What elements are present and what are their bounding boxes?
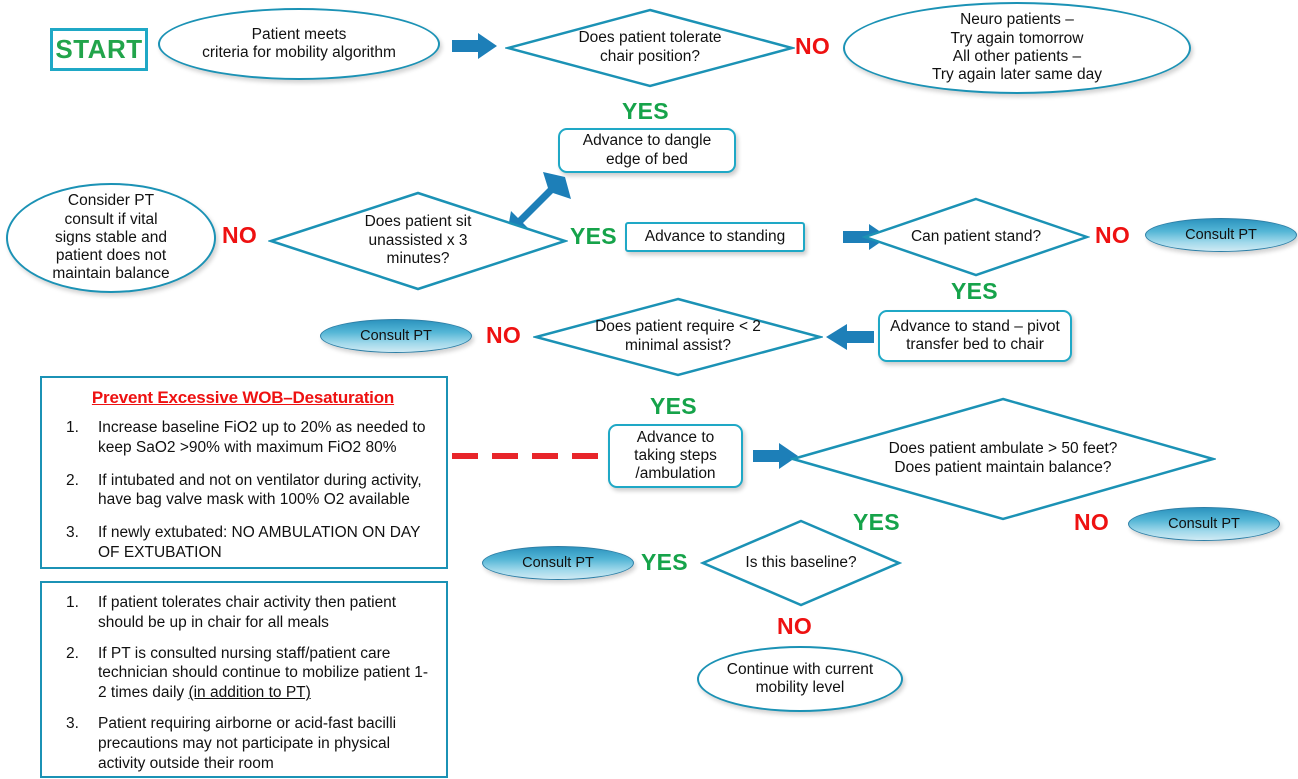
panel-prevent-wob-heading: Prevent Excessive WOB–Desaturation [91, 388, 395, 407]
line: mobility level [755, 679, 845, 696]
line: patient does not [55, 247, 167, 265]
decision-tolerate-chair: Does patient tolerate chair position? [505, 7, 795, 89]
line: Advance to [636, 428, 715, 446]
list-item: If patient tolerates chair activity then… [52, 593, 434, 633]
list-item-underlined: (in addition to PT) [188, 684, 311, 702]
line: Try again tomorrow [950, 29, 1084, 47]
line: transfer bed to chair [906, 336, 1044, 353]
list-item-text: If PT is consulted nursing staff/patient… [98, 644, 429, 702]
edge-label-assist-yes: YES [650, 393, 697, 419]
node-consult-pt-ambulate-text: Consult PT [1168, 516, 1240, 532]
line: edge of bed [606, 150, 688, 168]
line: Advance to stand – pivot [890, 317, 1060, 335]
decision-sit-unassisted: Does patient sit unassisted x 3 minutes? [268, 190, 568, 292]
node-advance-dangle: Advance to dangle edge of bed [558, 128, 736, 173]
node-consult-pt-baseline-text: Consult PT [522, 555, 594, 571]
arrow-right-to-tolerate-chair [452, 32, 498, 60]
list-item-text: Patient requiring airborne or acid-fast … [98, 715, 397, 772]
panel-prevent-wob: Prevent Excessive WOB–Desaturation Incre… [40, 376, 448, 569]
node-consider-pt-consult: Consider PT consult if vital signs stabl… [6, 183, 216, 293]
line: consult if vital [64, 210, 158, 228]
edge-label-sit-no: NO [222, 222, 258, 248]
arrow-right-to-ambulate [753, 442, 799, 470]
start-label: START [55, 34, 143, 64]
node-continue-mobility-text: Continue with current mobility level [721, 661, 879, 698]
edge-label-baseline-yes: YES [641, 549, 688, 575]
list-item-text: If patient tolerates chair activity then… [98, 594, 397, 631]
line: maintain balance [52, 265, 170, 283]
line: signs stable and [54, 228, 167, 246]
node-consult-pt-stand-text: Consult PT [1185, 227, 1257, 243]
edge-label-stand-no: NO [1095, 222, 1131, 248]
node-consider-pt-consult-text: Consider PT consult if vital signs stabl… [46, 192, 175, 283]
list-item: If PT is consulted nursing staff/patient… [52, 644, 434, 703]
node-patient-meets-criteria: Patient meets criteria for mobility algo… [158, 8, 440, 80]
node-advance-steps: Advance to taking steps /ambulation [608, 424, 743, 488]
list-item: Increase baseline FiO2 up to 20% as need… [66, 418, 426, 456]
line: taking steps [634, 446, 717, 464]
panel-general-notes-list: If patient tolerates chair activity then… [52, 593, 434, 774]
decision-ambulate: Does patient ambulate > 50 feet? Does pa… [790, 396, 1216, 522]
edge-label-ambulate-no: NO [1074, 509, 1110, 535]
line: criteria for mobility algorithm [202, 44, 396, 61]
line: Try again later same day [931, 66, 1102, 84]
arrow-left-to-minimal-assist [824, 323, 874, 351]
edge-label-baseline-no: NO [777, 613, 813, 639]
arrow-diagonal-to-sit-decision [505, 170, 575, 236]
decision-can-stand: Can patient stand? [862, 196, 1090, 278]
decision-is-baseline: Is this baseline? [700, 518, 902, 608]
line: /ambulation [635, 465, 716, 483]
edge-label-sit-yes: YES [570, 223, 617, 249]
edge-label-assist-no: NO [486, 322, 522, 348]
node-advance-pivot-text: Advance to stand – pivot transfer bed to… [882, 318, 1068, 355]
node-continue-mobility: Continue with current mobility level [697, 646, 903, 712]
node-consult-pt-stand: Consult PT [1145, 218, 1297, 252]
node-consult-pt-baseline: Consult PT [482, 546, 634, 580]
line: Continue with current [726, 660, 874, 678]
list-item: Patient requiring airborne or acid-fast … [52, 714, 434, 773]
list-item: If newly extubated: NO AMBULATION ON DAY… [66, 523, 421, 562]
node-consult-pt-ambulate: Consult PT [1128, 507, 1280, 541]
node-advance-pivot: Advance to stand – pivot transfer bed to… [878, 310, 1072, 362]
dashed-connector-wob-to-ambulation [452, 450, 612, 462]
panel-prevent-wob-list: Increase baseline FiO2 up to 20% as need… [52, 418, 434, 563]
edge-label-tolerate-no: NO [795, 33, 831, 59]
decision-minimal-assist: Does patient require < 2 minimal assist? [533, 296, 823, 378]
start-node: START [50, 28, 148, 71]
list-item: If intubated and not on ventilator durin… [66, 471, 422, 509]
node-advance-standing: Advance to standing [625, 222, 805, 252]
node-consult-pt-assist-text: Consult PT [360, 328, 432, 344]
node-consult-pt-assist: Consult PT [320, 319, 472, 353]
line: Patient meets [251, 25, 347, 43]
edge-label-stand-yes: YES [951, 278, 998, 304]
line: All other patients – [952, 48, 1082, 65]
node-advance-dangle-text: Advance to dangle edge of bed [575, 132, 719, 169]
node-neuro-retry: Neuro patients – Try again tomorrow All … [843, 2, 1191, 94]
node-patient-meets-criteria-text: Patient meets criteria for mobility algo… [196, 26, 402, 63]
line: Advance to dangle [582, 132, 712, 150]
line: Consider PT [67, 192, 155, 210]
line: Neuro patients – [960, 11, 1074, 29]
edge-label-tolerate-yes: YES [622, 98, 669, 124]
node-advance-steps-text: Advance to taking steps /ambulation [626, 429, 725, 484]
node-advance-standing-text: Advance to standing [644, 227, 786, 245]
panel-general-notes: If patient tolerates chair activity then… [40, 581, 448, 778]
edge-label-ambulate-yes: YES [853, 509, 900, 535]
node-neuro-retry-text: Neuro patients – Try again tomorrow All … [926, 11, 1108, 84]
